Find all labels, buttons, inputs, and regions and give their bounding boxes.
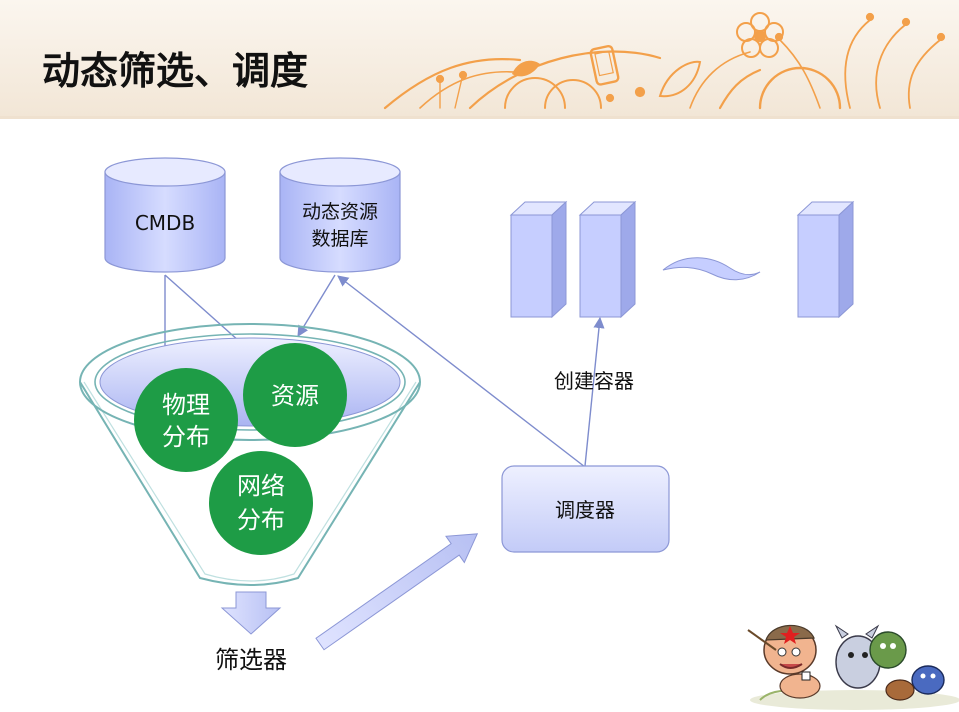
ellipsis-wave: [662, 257, 761, 281]
dynamic-db-label-line1: 动态资源: [302, 201, 378, 223]
arrow-db-to-resource: [297, 274, 336, 337]
circle-resource: 资源: [243, 343, 347, 447]
filter-down-arrow: [220, 591, 282, 635]
leaf-icon: [512, 60, 702, 98]
scheduler-label: 调度器: [555, 498, 615, 522]
cmdb-cylinder: CMDB: [104, 157, 226, 273]
scheduler-box: 调度器: [501, 465, 670, 553]
filter-to-scheduler-arrow: [315, 533, 479, 651]
filter-label: 筛选器: [215, 646, 287, 674]
phone-icon: [589, 44, 620, 86]
container-3: [796, 200, 855, 319]
arrow-scheduler-to-container: [584, 316, 605, 467]
header-decoration: [383, 12, 946, 110]
circle-resource-label: 资源: [271, 382, 319, 410]
flower-icon: [736, 12, 784, 58]
dynamic-resource-db-cylinder: 动态资源 数据库: [279, 157, 401, 273]
container-1: [509, 200, 568, 319]
circle-network-line1: 网络: [237, 472, 285, 500]
dynamic-db-label-line2: 数据库: [311, 228, 368, 250]
circle-physical-line1: 物理: [162, 391, 210, 419]
container-2: [578, 200, 637, 319]
arrow-scheduler-to-db: [337, 275, 586, 468]
circle-physical-line2: 分布: [162, 423, 210, 451]
circle-network-line2: 分布: [237, 506, 285, 534]
circle-physical: 物理 分布: [134, 368, 238, 472]
circle-network: 网络 分布: [209, 451, 313, 555]
slide-title: 动态筛选、调度: [42, 49, 308, 93]
cartoon-mascots-illustration: [747, 624, 959, 710]
cmdb-label: CMDB: [135, 211, 195, 235]
create-container-label: 创建容器: [554, 369, 634, 393]
